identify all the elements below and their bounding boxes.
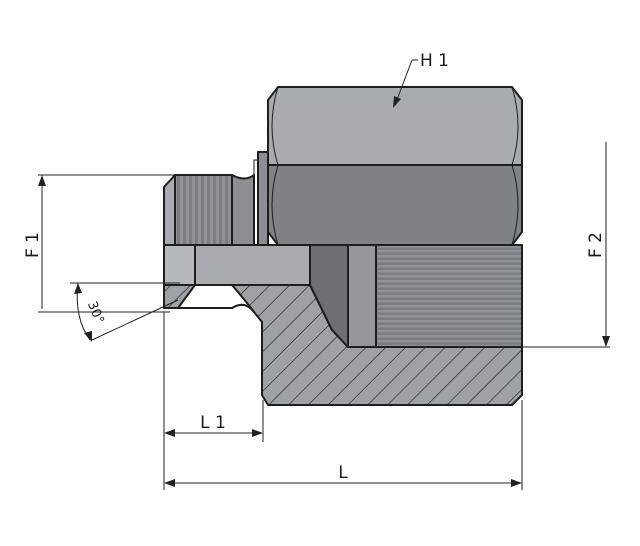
cone-transition [309, 244, 349, 348]
f2-arrow-bottom [602, 336, 610, 347]
thread-chamfer-upper [163, 174, 176, 246]
angle-arrow-bottom [84, 331, 92, 342]
l-arrow-right [511, 479, 522, 487]
l1-arrow-right [252, 429, 263, 437]
label-h1: H 1 [420, 51, 449, 71]
label-angle: 30° [84, 299, 107, 326]
collar [257, 151, 269, 246]
female-thread-relief [347, 244, 377, 348]
label-f2: F 2 [586, 232, 606, 258]
h1-arrow [393, 96, 401, 108]
lower-half-section [163, 244, 523, 406]
female-thread [375, 244, 523, 348]
l1-arrow-left [164, 429, 175, 437]
small-bore [194, 244, 311, 286]
hex-body-middle-face [267, 164, 523, 246]
angle-arrow-top [74, 283, 82, 294]
undercut-groove [231, 174, 255, 246]
f1-arrow-top [38, 175, 46, 186]
dimensions [38, 59, 610, 490]
label-l1: L 1 [200, 413, 226, 433]
l-arrow-left [164, 479, 175, 487]
male-thread-upper [174, 174, 233, 246]
label-l: L [338, 463, 348, 483]
label-f1: F 1 [23, 232, 43, 258]
bore-entry-chamfer [163, 244, 196, 286]
upper-half-view [163, 86, 523, 246]
